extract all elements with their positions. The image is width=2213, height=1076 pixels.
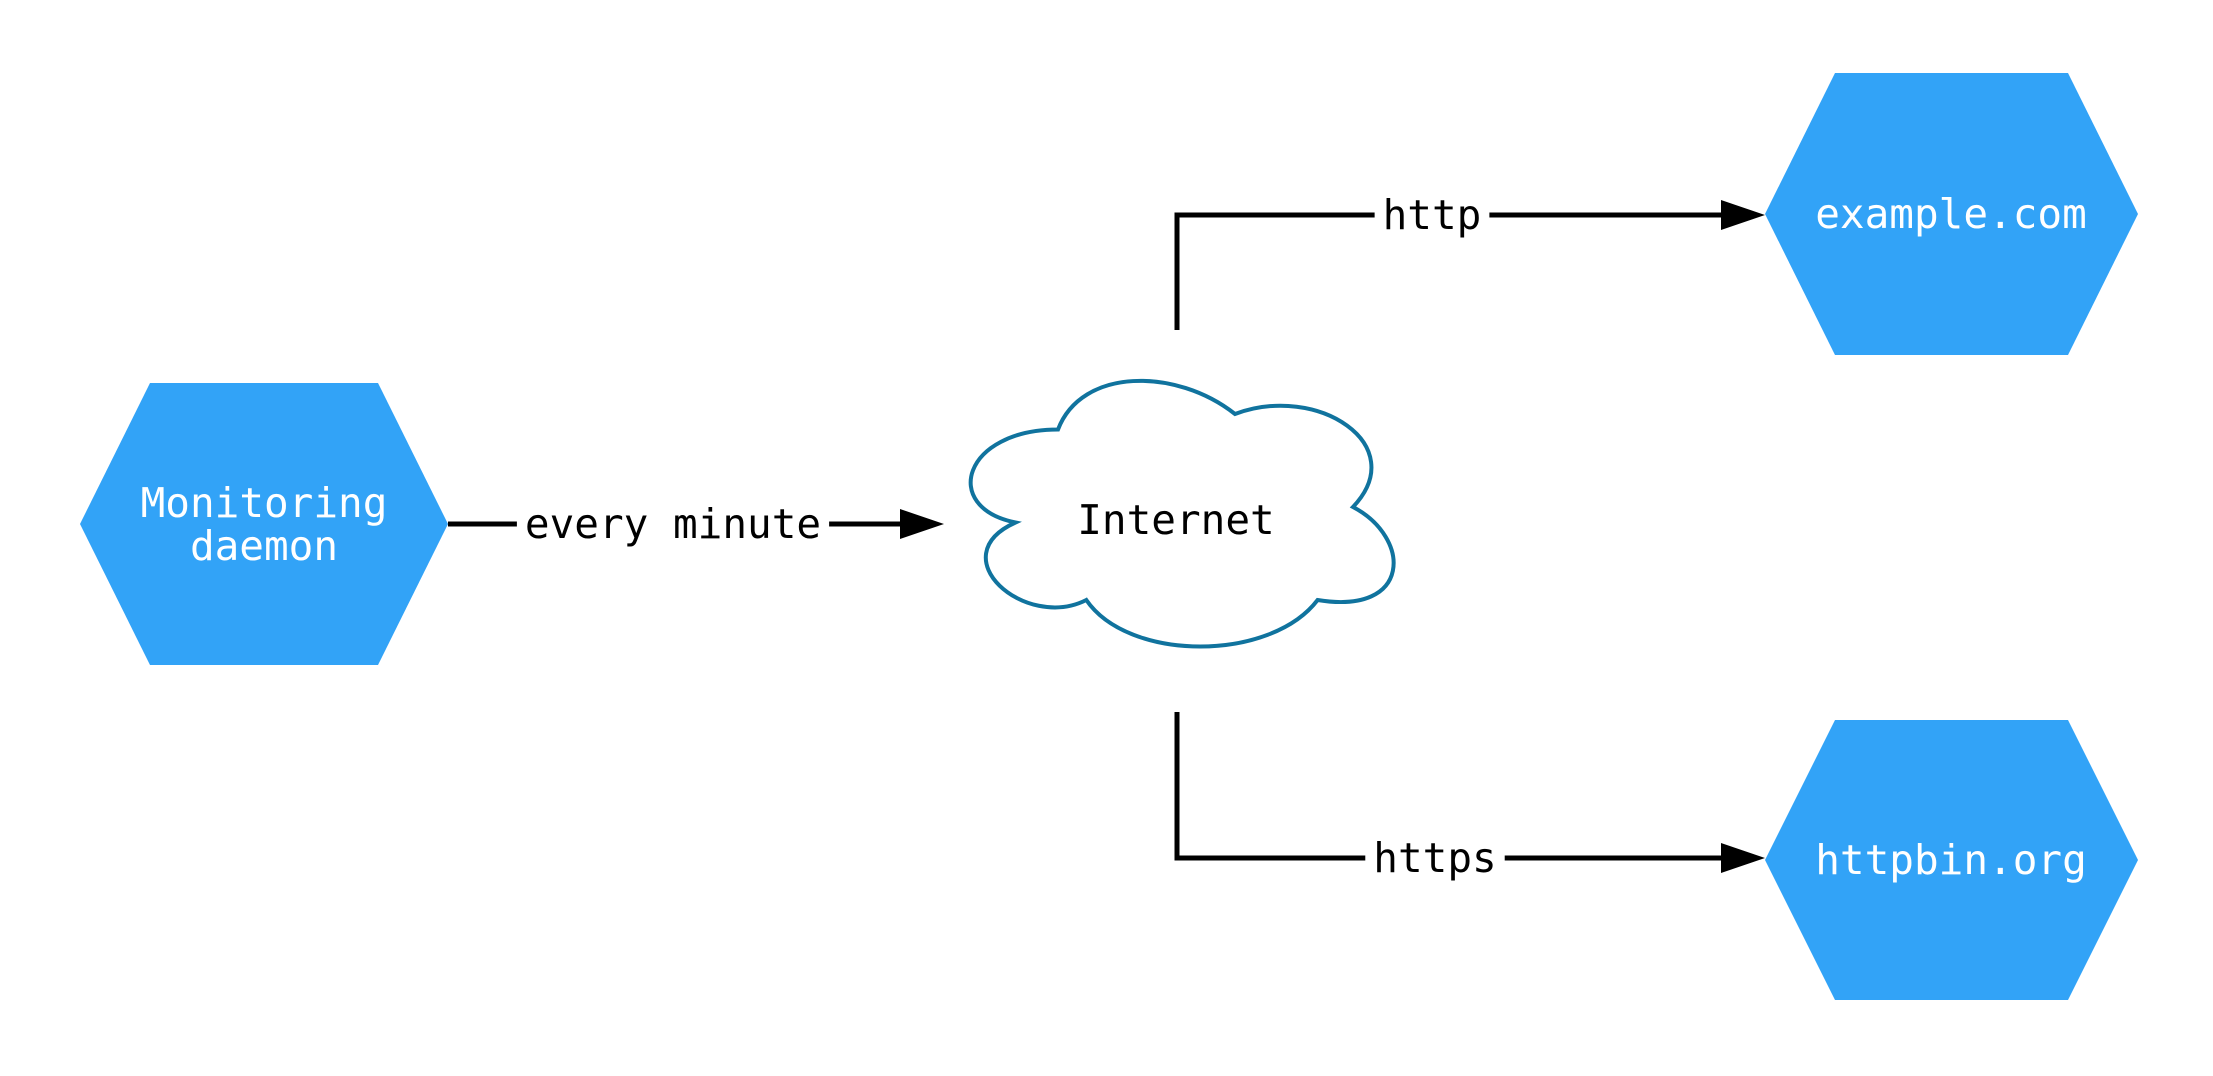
- edge-label-text: http: [1383, 191, 1482, 239]
- hexagon-shape: [80, 383, 448, 665]
- edge-line-https: [1174, 712, 1723, 861]
- cloud-shape: [968, 378, 1396, 649]
- node-internet: Internet: [968, 378, 1396, 649]
- edge-label-https: https: [1365, 834, 1505, 882]
- edge-label-bg: [1374, 191, 1490, 239]
- hexagon-shape: [1765, 73, 2138, 355]
- hexagon-shape: [1765, 720, 2138, 1000]
- arrowhead-icon: [900, 509, 944, 539]
- arrowhead-icon: [1721, 200, 1765, 230]
- node-httpbin-org: httpbin.org: [1765, 720, 2138, 1000]
- arrowhead-icon: [1721, 843, 1765, 873]
- node-label-line1: Monitoring: [141, 479, 388, 527]
- edge-label-text: every minute: [525, 500, 821, 548]
- edge-label-bg: [516, 500, 830, 548]
- node-monitoring-daemon: Monitoring daemon: [80, 383, 448, 665]
- node-label: httpbin.org: [1815, 836, 2087, 884]
- edge-label-every-minute: every minute: [516, 500, 830, 548]
- edge-line-http: [1174, 212, 1723, 330]
- node-label-line2: daemon: [190, 522, 338, 570]
- edge-label-text: https: [1373, 834, 1496, 882]
- node-label: Internet: [1077, 496, 1274, 544]
- node-example-com: example.com: [1765, 73, 2138, 355]
- edge-label-bg: [1365, 834, 1505, 882]
- edge-internet-to-example: [1174, 200, 1765, 330]
- node-label: example.com: [1815, 190, 2087, 238]
- edge-label-http: http: [1374, 191, 1490, 239]
- edge-internet-to-httpbin: [1174, 712, 1765, 873]
